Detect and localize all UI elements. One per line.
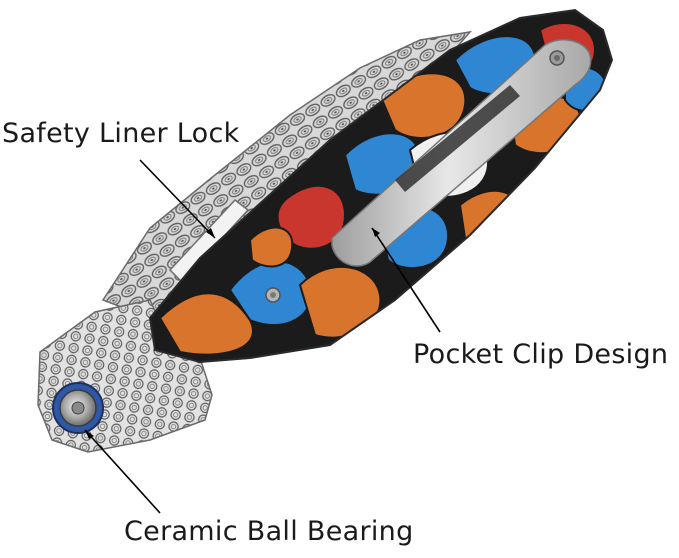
handle-screw-icon xyxy=(265,287,281,303)
pocket-clip xyxy=(331,39,592,267)
clip-screw-icon xyxy=(549,50,565,66)
ceramic-ball-bearing-label: Ceramic Ball Bearing xyxy=(124,516,414,547)
leader-line-bearing xyxy=(84,429,161,514)
leader-lines xyxy=(84,159,441,514)
handle-scale xyxy=(148,8,614,364)
pivot-bearing-icon xyxy=(52,382,104,434)
pocket-clip-design-label: Pocket Clip Design xyxy=(413,339,669,370)
leader-line-liner-lock xyxy=(139,159,216,239)
safety-liner-lock-label: Safety Liner Lock xyxy=(2,118,240,149)
leader-line-clip xyxy=(371,227,441,333)
